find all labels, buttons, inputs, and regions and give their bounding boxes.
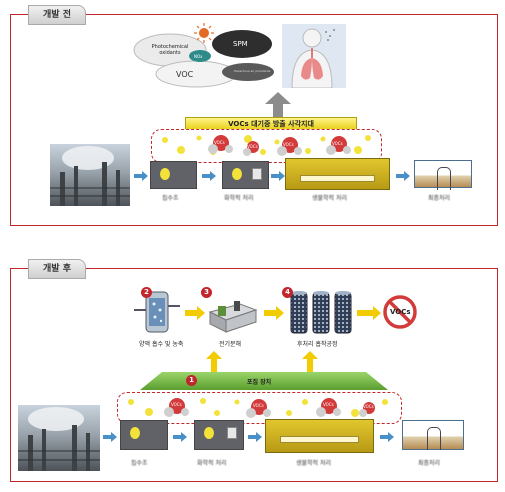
after-voc-tag-4: VOCs [363, 404, 374, 409]
no-vocs-label: VOCs [390, 308, 411, 316]
flow-arrow [134, 171, 148, 181]
flow-arrow [248, 432, 262, 442]
after-voc-tag-1: VOCs [171, 402, 182, 407]
step-2-badge: 2 [141, 287, 152, 298]
after-stage-label-3: 생물학적 처리 [296, 460, 332, 467]
human-lungs-icon [282, 24, 346, 88]
flow-arrow-right-yellow [357, 306, 381, 320]
step-3-label: 전기분해 [219, 341, 242, 348]
flow-arrow [173, 432, 187, 442]
flow-arrow [271, 171, 285, 181]
before-stage-label-1: 집수조 [162, 195, 179, 202]
step-4-label: 후처리 흡착공정 [297, 341, 338, 348]
before-final-discharge [414, 160, 472, 190]
upward-arrow-to-electrolysis [206, 351, 222, 373]
before-biological-tank [285, 158, 390, 190]
before-voc-tag-4: VOCs [247, 144, 258, 149]
voc-molecule-3 [316, 398, 341, 417]
before-chemical-tank [222, 161, 269, 189]
upward-emission-arrow [265, 92, 291, 120]
after-chemical-tank [194, 420, 244, 450]
after-tab: 개발 후 [28, 259, 86, 279]
other-cloud [222, 63, 274, 81]
absorber-tank-icon [134, 291, 180, 333]
after-voc-bubbles [128, 398, 388, 418]
voc-molecule-3 [326, 136, 351, 155]
step-1-label: 포집 장치 [247, 379, 272, 386]
voc-molecule-2 [246, 399, 271, 418]
flow-arrow [380, 432, 394, 442]
voc-molecule-4 [359, 402, 375, 417]
other-label: Hazardous air pollutants [233, 69, 271, 73]
before-voc-bubbles [162, 135, 371, 156]
before-voc-tag-1: VOCs [214, 140, 225, 145]
before-voc-tag-2: VOCs [283, 142, 294, 147]
step-1-badge: 1 [186, 375, 197, 386]
voc-molecule-4 [243, 141, 259, 156]
before-voc-tag-3: VOCs [332, 141, 343, 146]
step-4-badge: 4 [282, 287, 293, 298]
step-2-label: 양액 흡수 및 농축 [139, 341, 184, 348]
voc-molecule-2 [277, 137, 302, 156]
before-stage-label-2: 화학적 처리 [224, 195, 254, 202]
after-voc-tag-2: VOCs [253, 403, 264, 408]
after-stage-label-4: 최종처리 [418, 460, 441, 467]
nox-blob [189, 50, 211, 62]
spm-label: SPM [233, 40, 248, 48]
after-stage-label-2: 화학적 처리 [197, 460, 227, 467]
voc-label: VOC [176, 70, 194, 79]
after-biological-tank [265, 419, 374, 453]
after-stage-label-1: 집수조 [131, 460, 148, 467]
nox-label: NOx [194, 54, 203, 59]
flow-arrow [202, 171, 216, 181]
pollution-cloud-illustration [133, 23, 274, 88]
voc-molecule-1 [164, 398, 189, 417]
before-factory-stacks [50, 146, 130, 206]
electrolysis-unit-icon [208, 301, 258, 333]
spm-cloud [212, 30, 272, 58]
capture-device [140, 372, 388, 390]
after-collection-tank [120, 420, 168, 450]
after-voc-tag-3: VOCs [323, 402, 334, 407]
sun-icon [194, 23, 214, 43]
before-tab: 개발 전 [28, 5, 86, 25]
before-collection-tank [150, 161, 197, 189]
step-3-badge: 3 [201, 287, 212, 298]
no-vocs-icon [383, 295, 417, 329]
before-stage-label-3: 생물학적 처리 [312, 195, 348, 202]
after-factory-stacks [18, 407, 100, 471]
after-final-discharge [402, 420, 464, 450]
flow-arrow-right-yellow [185, 306, 205, 320]
flow-arrow-right-yellow [264, 306, 284, 320]
before-stage-label-4: 최종처리 [428, 195, 451, 202]
flow-arrow [103, 432, 117, 442]
flow-arrow [396, 171, 410, 181]
voc-molecule-1 [208, 135, 233, 154]
adsorption-columns-icon [290, 291, 352, 334]
oxidants-label: Photochemical oxidants [151, 44, 189, 56]
upward-arrow-to-adsorption [302, 351, 318, 373]
